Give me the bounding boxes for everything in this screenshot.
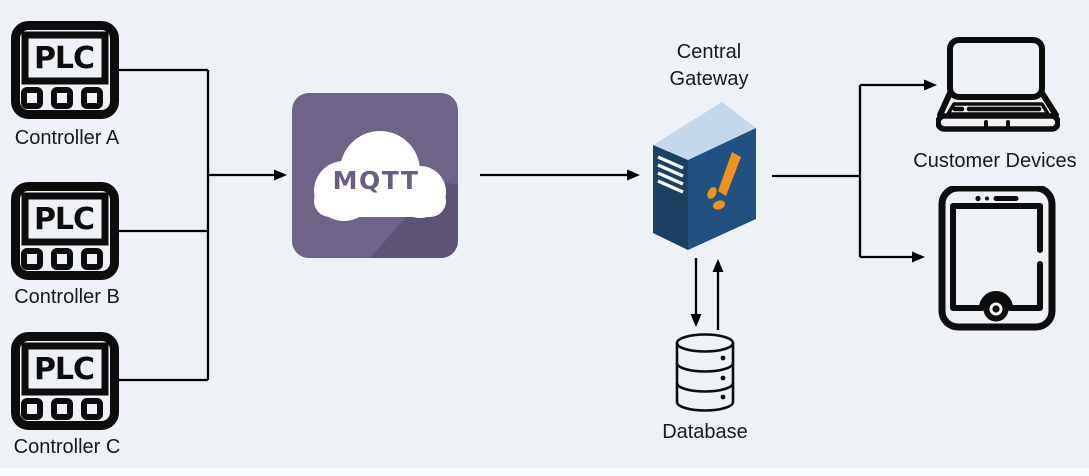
central-gateway-label-line1: Central — [676, 41, 742, 63]
tablet-icon — [938, 186, 1056, 331]
central-gateway-label: Central Gateway — [645, 39, 773, 93]
controller-a-label: Controller A — [14, 127, 120, 149]
laptop-icon — [936, 37, 1060, 132]
mqtt-cloud-icon: MQTT — [292, 93, 458, 258]
tablet-camera-dots — [975, 195, 989, 202]
database-cylinder-icon — [675, 333, 735, 412]
canvas-footer-strip — [0, 468, 1089, 476]
server-icon — [653, 102, 756, 250]
central-gateway-label-line2: Gateway — [669, 68, 749, 90]
cloud-shape — [314, 131, 446, 221]
database-label: Database — [662, 421, 748, 443]
plc-screen-text: PLC — [34, 41, 94, 76]
database-led-dots — [720, 355, 726, 400]
controller-b-label: Controller B — [14, 286, 120, 308]
plc-screen-text: PLC — [34, 202, 94, 237]
customer-devices-label: Customer Devices — [913, 150, 1077, 172]
plc-screen-text: PLC — [34, 352, 94, 387]
server-vent-lines — [657, 155, 684, 194]
tablet-home-button — [992, 305, 1000, 313]
controller-c-label: Controller C — [13, 436, 121, 458]
server-checkmark-glyph — [707, 152, 741, 210]
mqtt-label: MQTT — [333, 166, 420, 195]
plc-icon: PLC — [11, 21, 119, 119]
plc-icon: PLC — [11, 182, 119, 280]
server-side-face — [653, 145, 688, 250]
server-top-face — [653, 102, 756, 160]
plc-icon: PLC — [11, 332, 119, 430]
